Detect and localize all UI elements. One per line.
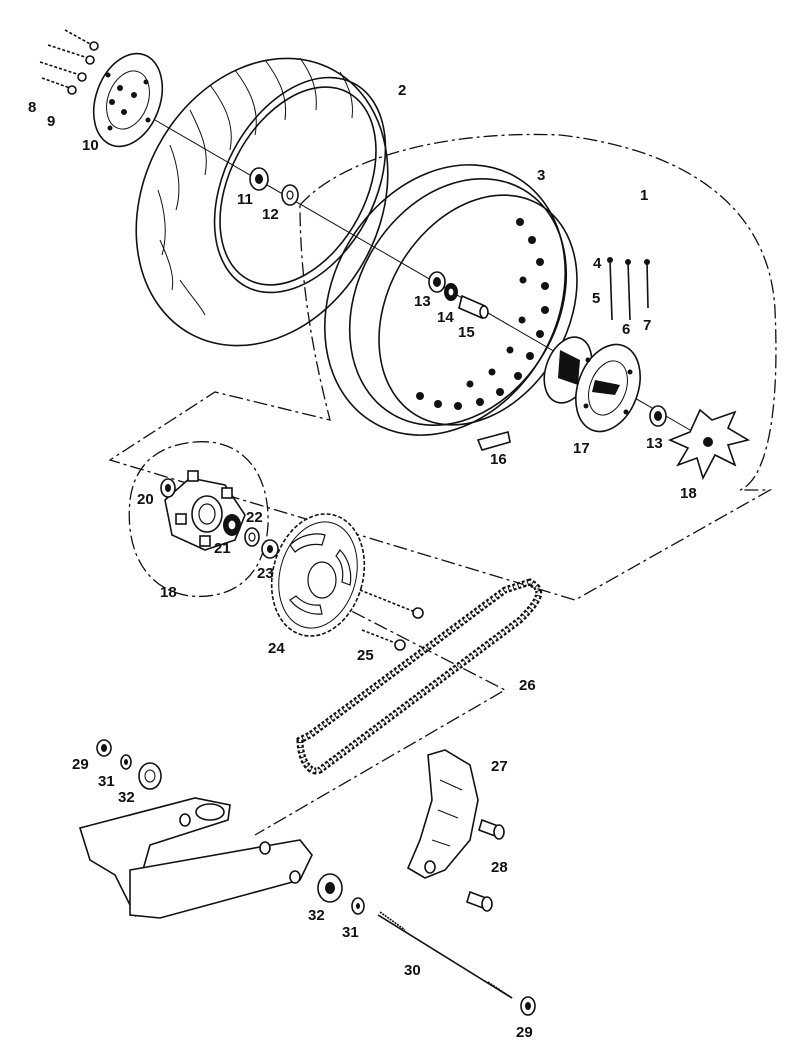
label-32a: 32 — [118, 789, 135, 806]
label-30: 30 — [404, 962, 421, 979]
label-22: 22 — [246, 509, 263, 526]
bearing-20 — [160, 478, 176, 498]
bearing-14 — [444, 283, 458, 301]
bearing-11 — [249, 167, 269, 191]
label-1: 1 — [640, 187, 648, 204]
label-5: 5 — [592, 290, 600, 307]
bearing-21 — [223, 514, 241, 536]
label-13a: 13 — [414, 293, 431, 310]
washer-31-top — [120, 754, 132, 770]
label-24: 24 — [268, 640, 285, 657]
label-27: 27 — [491, 758, 508, 775]
label-25: 25 — [357, 647, 374, 664]
tire-2 — [135, 57, 389, 347]
label-21: 21 — [214, 540, 231, 557]
assembly-boundary-1 — [108, 133, 777, 601]
label-31a: 31 — [98, 773, 115, 790]
nut-23 — [261, 539, 279, 559]
label-29a: 29 — [72, 756, 89, 773]
label-29b: 29 — [516, 1024, 533, 1041]
label-13b: 13 — [646, 435, 663, 452]
sprocket-24 — [270, 513, 366, 637]
swing-arm — [78, 797, 313, 919]
label-9: 9 — [47, 113, 55, 130]
bearing-13 — [428, 271, 446, 293]
label-12: 12 — [262, 206, 279, 223]
label-14: 14 — [437, 309, 454, 326]
balance-weight-16 — [476, 431, 511, 451]
bearing-13-right — [649, 405, 667, 427]
label-10: 10 — [82, 137, 99, 154]
label-20: 20 — [137, 491, 154, 508]
nut-29-bottom — [520, 996, 536, 1016]
label-6: 6 — [622, 321, 630, 338]
label-31b: 31 — [342, 924, 359, 941]
label-28: 28 — [491, 859, 508, 876]
guard-bolts-28 — [466, 818, 505, 912]
sprocket-bolts-25 — [359, 589, 424, 651]
label-2: 2 — [398, 82, 406, 99]
label-16: 16 — [490, 451, 507, 468]
disc-bolts-8 — [39, 29, 99, 95]
label-18a: 18 — [680, 485, 697, 502]
spacer-tube-15 — [458, 294, 489, 320]
label-4: 4 — [593, 255, 602, 272]
spacer-32-top — [138, 762, 162, 790]
washer-22 — [244, 527, 260, 547]
rim-3 — [323, 164, 578, 436]
washer-31-bottom — [351, 897, 365, 915]
spacer-12 — [281, 184, 299, 206]
label-15: 15 — [458, 324, 475, 341]
label-11: 11 — [237, 191, 253, 208]
axle-30 — [377, 911, 513, 999]
label-32b: 32 — [308, 907, 325, 924]
hub-boundary-19 — [128, 441, 269, 598]
chain-guard-27 — [406, 749, 479, 879]
spoke-nipples-4-7 — [607, 257, 650, 321]
sprocket-carrier-19 — [164, 470, 246, 551]
hub-17 — [543, 336, 641, 433]
spacer-32-bottom — [317, 873, 343, 903]
label-23: 23 — [257, 565, 274, 582]
nut-29-top — [96, 739, 112, 757]
label-18b: 18 — [160, 584, 177, 601]
brake-disc-10 — [92, 52, 164, 148]
label-8: 8 — [28, 99, 36, 116]
label-7: 7 — [643, 317, 651, 334]
label-17: 17 — [573, 440, 590, 457]
label-26: 26 — [519, 677, 536, 694]
damper-rubber-18 — [667, 408, 751, 481]
label-3: 3 — [537, 167, 545, 184]
drive-chain-26 — [296, 578, 543, 775]
